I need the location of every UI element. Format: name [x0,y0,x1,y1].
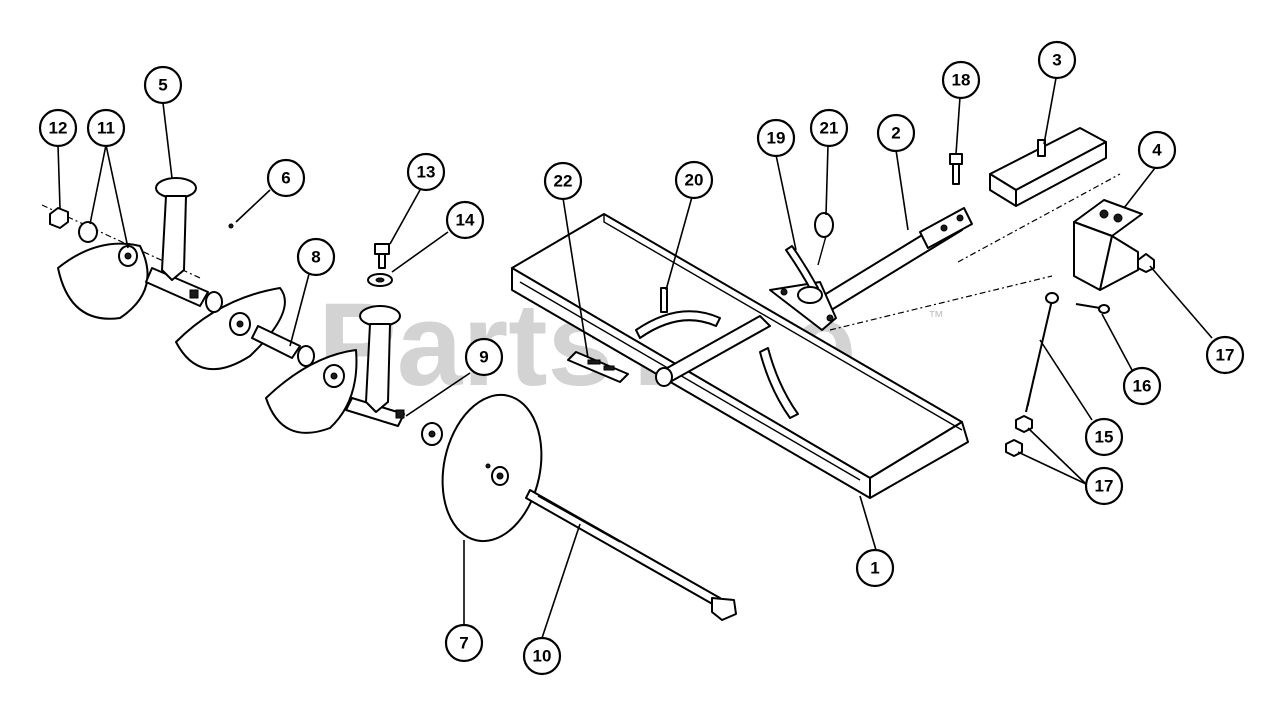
callout-15-label: 15 [1095,428,1114,447]
callout-21-label: 21 [820,119,839,138]
callout-9: 9 [464,337,504,377]
callout-16-label: 16 [1133,377,1152,396]
part-bolt-18 [949,153,963,185]
callout-19: 19 [756,118,796,158]
callout-18: 18 [941,60,981,100]
callout-9-label: 9 [479,348,488,367]
leader-lines [57,77,1213,639]
callout-11: 11 [86,108,126,148]
callout-12-label: 12 [49,119,68,138]
callout-17-a-label: 17 [1216,346,1235,365]
part-lock-handle [785,245,823,304]
callout-15: 15 [1084,417,1124,457]
part-bar-3 [989,127,1107,207]
part-disc-7 [441,393,543,543]
callout-13: 13 [406,152,446,192]
callout-8-label: 8 [311,248,320,267]
callout-10-label: 10 [533,647,552,666]
watermark-trademark: ™ [928,309,944,326]
callout-3: 3 [1037,40,1077,80]
callout-12: 12 [38,108,78,148]
callout-20-label: 20 [685,171,704,190]
callout-7: 7 [444,623,484,663]
part-hair-pin [814,212,834,266]
callout-5: 5 [143,65,183,105]
callout-18-label: 18 [952,71,971,90]
part-bracket-4 [1073,199,1143,291]
callout-1: 1 [855,548,895,588]
callout-2: 2 [876,113,916,153]
part-frame-channel [511,213,969,499]
part-axle-bolt-10 [525,489,737,621]
callout-11-label: 11 [97,119,115,138]
callout-19-label: 19 [767,129,786,148]
part-pin-16 [1075,303,1110,314]
callout-16: 16 [1122,366,1162,406]
callout-4: 4 [1137,130,1177,170]
callout-6: 6 [266,158,306,198]
callout-13-label: 13 [417,163,436,182]
callout-1-label: 1 [870,559,879,578]
callout-21: 21 [809,108,849,148]
callout-17-a: 17 [1205,335,1245,375]
callout-3-label: 3 [1052,51,1061,70]
callout-14-label: 14 [456,211,475,230]
callout-4-label: 4 [1152,141,1162,160]
callout-22-label: 22 [554,172,573,191]
callout-20: 20 [674,160,714,200]
callouts: 1 2 3 4 5 6 7 8 9 10 11 12 13 14 15 16 1… [38,40,1245,676]
callout-8: 8 [296,237,336,277]
callout-17-b-label: 17 [1095,477,1114,496]
callout-2-label: 2 [891,124,900,143]
part-long-bolt-15 [1005,253,1155,457]
part-disc-gang-left [49,177,443,446]
callout-10: 10 [522,636,562,676]
callout-5-label: 5 [158,76,167,95]
callout-14: 14 [445,200,485,240]
callout-7-label: 7 [459,634,468,653]
callout-6-label: 6 [281,169,290,188]
callout-22: 22 [543,161,583,201]
callout-17-b: 17 [1084,466,1124,506]
